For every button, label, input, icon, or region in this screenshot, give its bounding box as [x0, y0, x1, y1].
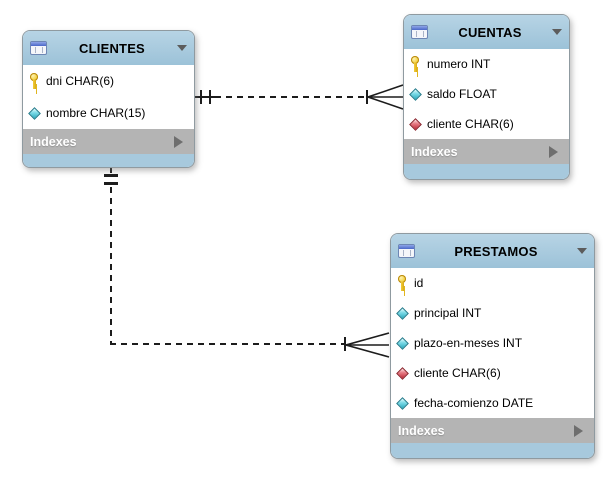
column-text: fecha-comienzo DATE [414, 396, 534, 410]
table-title: CLIENTES [79, 40, 145, 56]
indexes-footer[interactable]: Indexes [404, 139, 569, 164]
key-icon [29, 73, 40, 89]
table-header[interactable]: PRESTAMOS [391, 234, 594, 268]
column-icon [396, 306, 409, 320]
column-text: id [414, 276, 424, 290]
cardinality-one-tick [200, 90, 202, 104]
column-row-nombre[interactable]: nombre CHAR(15) [23, 97, 194, 129]
table-header[interactable]: CLIENTES [23, 31, 194, 65]
table-header[interactable]: CUENTAS [404, 15, 569, 49]
column-text: cliente CHAR(6) [427, 117, 514, 131]
table-title: CUENTAS [458, 24, 522, 40]
column-text: plazo-en-meses INT [414, 336, 523, 350]
table-clientes[interactable]: CLIENTES dni CHAR(6) nombre CHAR(15) Ind… [22, 30, 195, 168]
column-icon [396, 396, 409, 410]
table-bottom-strip [23, 154, 194, 167]
column-row-dni[interactable]: dni CHAR(6) [23, 65, 194, 97]
column-row-id[interactable]: id [391, 268, 594, 298]
column-icon [396, 336, 409, 350]
column-text: numero INT [427, 57, 491, 71]
indexes-label: Indexes [411, 144, 458, 159]
column-row-fecha-comienzo[interactable]: fecha-comienzo DATE [391, 388, 594, 418]
cardinality-one-tick [104, 182, 118, 185]
chevron-down-icon[interactable] [552, 29, 562, 35]
cardinality-one-tick [209, 90, 211, 104]
chevron-down-icon[interactable] [577, 248, 587, 254]
chevron-down-icon[interactable] [177, 45, 187, 51]
column-text: nombre CHAR(15) [46, 106, 146, 120]
relationship-line-clientes-cuentas[interactable] [215, 96, 366, 98]
relationship-line-clientes-cuentas[interactable] [195, 96, 215, 98]
expand-arrow-icon[interactable] [174, 135, 183, 148]
relationship-line-clientes-prestamos[interactable] [110, 343, 344, 345]
column-text: principal INT [414, 306, 482, 320]
column-row-plazo-en-meses[interactable]: plazo-en-meses INT [391, 328, 594, 358]
table-bottom-strip [391, 443, 594, 458]
table-prestamos[interactable]: PRESTAMOS id principal INT plazo-en-mese… [390, 233, 595, 459]
table-title: PRESTAMOS [454, 243, 538, 259]
indexes-label: Indexes [398, 423, 445, 438]
table-icon [411, 25, 428, 39]
column-row-cliente[interactable]: cliente CHAR(6) [391, 358, 594, 388]
indexes-footer[interactable]: Indexes [391, 418, 594, 443]
column-icon [409, 87, 422, 101]
expand-arrow-icon[interactable] [574, 424, 583, 437]
cardinality-bar [344, 337, 346, 351]
key-icon [410, 56, 421, 72]
fk-column-icon [409, 117, 422, 131]
column-text: dni CHAR(6) [46, 74, 115, 88]
cardinality-one-tick [104, 174, 118, 177]
column-text: cliente CHAR(6) [414, 366, 501, 380]
column-row-cliente[interactable]: cliente CHAR(6) [404, 109, 569, 139]
cardinality-bar [366, 90, 368, 104]
relationship-line-clientes-prestamos[interactable] [110, 167, 112, 173]
key-icon [397, 275, 408, 291]
expand-arrow-icon[interactable] [549, 145, 558, 158]
fk-column-icon [396, 366, 409, 380]
column-row-numero[interactable]: numero INT [404, 49, 569, 79]
crow-foot-icon [368, 84, 404, 110]
column-row-saldo[interactable]: saldo FLOAT [404, 79, 569, 109]
table-cuentas[interactable]: CUENTAS numero INT saldo FLOAT cliente C… [403, 14, 570, 180]
column-row-principal[interactable]: principal INT [391, 298, 594, 328]
indexes-footer[interactable]: Indexes [23, 129, 194, 154]
table-icon [30, 41, 47, 55]
table-bottom-strip [404, 164, 569, 179]
table-icon [398, 244, 415, 258]
indexes-label: Indexes [30, 134, 77, 149]
column-icon [28, 106, 41, 120]
relationship-line-clientes-prestamos[interactable] [110, 187, 112, 344]
crow-foot-icon [346, 332, 390, 358]
column-text: saldo FLOAT [427, 87, 497, 101]
